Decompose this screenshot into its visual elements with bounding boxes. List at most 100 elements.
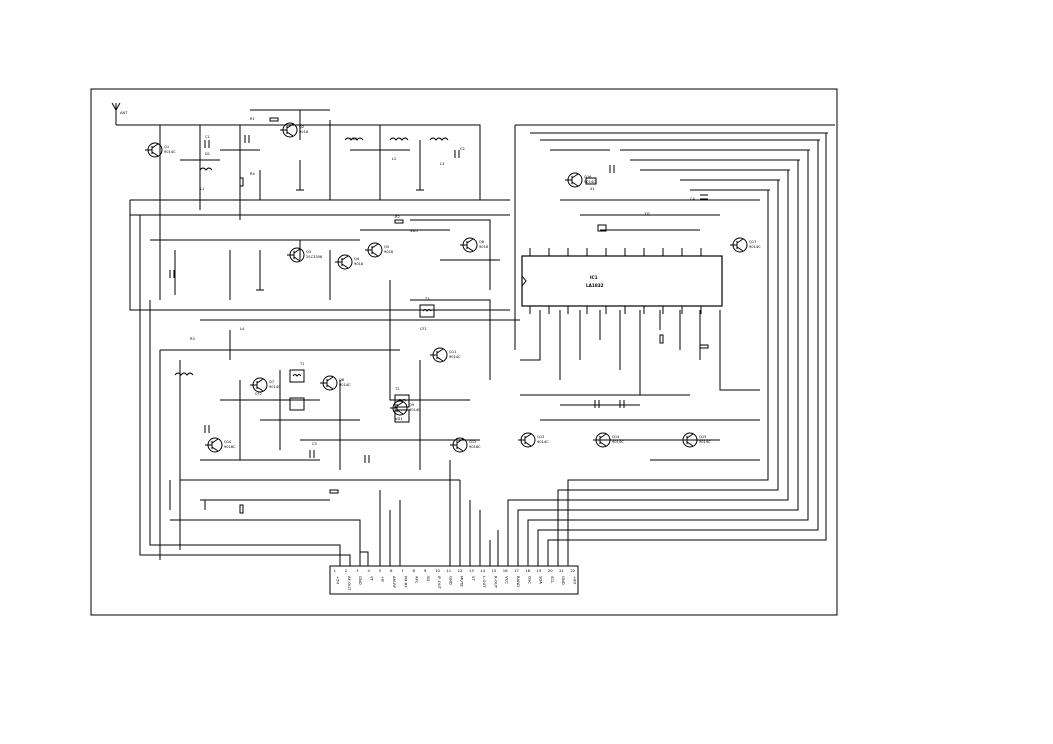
antenna-symbol: ANT — [111, 102, 128, 125]
connector-bus — [139, 133, 827, 566]
transistor-type: 9014C — [164, 150, 176, 154]
transistor-ref: Q4 — [354, 257, 360, 261]
transistor-ref: Q12 — [469, 440, 476, 444]
transistor-type: 9018 — [384, 250, 394, 254]
transistor-ref: Q10 — [224, 440, 232, 444]
transistor-type: 9018C — [469, 445, 481, 449]
connector-pin-number: 14 — [480, 568, 485, 573]
connector-pin-name: +8V — [572, 576, 577, 585]
transistor-ref: Q6 — [479, 240, 485, 244]
connector-pin: 4VT — [367, 568, 374, 582]
connector-pin: 22 +8V — [570, 568, 577, 585]
connector-pin: 2AF-OUT — [345, 568, 352, 591]
transistor-ref: Q8 — [339, 378, 345, 382]
transistor-type: 9014C — [339, 383, 351, 387]
connector-pin-name: IF-OUT — [437, 576, 442, 590]
component-labels: L1L2L3L4T1T2T3D1D2VD1VD2X1CF1CF2R1R2R3R4… — [190, 117, 696, 446]
component-label: X1 — [590, 187, 595, 191]
component-label: VD2 — [350, 137, 358, 141]
component-label: L2 — [392, 157, 396, 161]
connector-pin-name: R-OUT — [493, 576, 498, 589]
drawing-border — [90, 88, 838, 616]
connector-pin: 15R-OUT — [491, 568, 498, 589]
transistor-ref: Q17 — [749, 240, 756, 244]
component-label: T1 — [299, 362, 304, 366]
connector-pin: 14L-OUT — [480, 568, 487, 588]
connector-pin-name: +B — [381, 576, 386, 582]
transistor-type: 9014C — [584, 180, 596, 184]
connector-pin-name: ST — [471, 576, 476, 581]
connector-pin-name: L-OUT — [482, 576, 487, 588]
connector-pin-number: 7 — [401, 568, 404, 573]
connector-pin-number: 6 — [390, 568, 393, 573]
transistor-ref: Q14 — [612, 435, 620, 439]
fm-front-end — [116, 109, 510, 311]
connector-pin-name: BAND — [516, 576, 521, 587]
connector-pin-name: AM-RF — [392, 576, 397, 588]
transistor-type: 9018 — [299, 130, 309, 134]
transistor-ref: Q1 — [164, 145, 169, 149]
transistor-ref: Q7 — [269, 380, 274, 384]
connector-pin-number: 3 — [356, 568, 359, 573]
transistor-ref: Q3 — [306, 250, 311, 254]
transistor-type: 9014C — [612, 440, 624, 444]
connector-pin-number: 16 — [503, 568, 508, 573]
connector-pin-number: 4 — [367, 568, 370, 573]
transistor-type: 9018 — [354, 262, 364, 266]
connector-pin: 1 +5V — [334, 568, 341, 585]
transistor-ref: Q11 — [449, 350, 456, 354]
transistor-ref: Q2 — [299, 125, 304, 129]
component-label: D1 — [205, 152, 210, 156]
component-label: C1 — [205, 135, 210, 139]
connector-pin-number: 5 — [379, 568, 382, 573]
connector-pin-name: SCL — [550, 576, 555, 584]
connector-pin-number: 11 — [446, 568, 451, 573]
connector-pin-number: 22 — [570, 568, 575, 573]
connector-pin-number: 19 — [537, 568, 542, 573]
connector-pin-number: 18 — [525, 568, 530, 573]
connector-pin-name: +5V — [336, 576, 341, 585]
connector-pin-name: FM-RF — [403, 576, 408, 588]
connector-pin: 9SD — [424, 568, 431, 581]
component-label: L1 — [200, 187, 204, 191]
connector-pin-number: 10 — [435, 568, 440, 573]
component-label: L3 — [440, 162, 444, 166]
ic1-pins — [529, 248, 702, 314]
transistor-ref: Q16 — [584, 175, 592, 179]
ic1-part: LA1832 — [586, 283, 604, 288]
connector-pin: 5 +B — [379, 568, 386, 582]
component-label: R3 — [190, 337, 195, 341]
ic1-body: IC1 LA1832 — [521, 248, 723, 314]
connector-pin-number: 2 — [345, 568, 348, 573]
transistor-type: 9014C — [699, 440, 711, 444]
antenna-label: ANT — [120, 111, 128, 115]
transistor-ref: Q9 — [409, 403, 415, 407]
component-label: T3 — [424, 297, 429, 301]
connector-pin-number: 1 — [334, 568, 337, 573]
connector-pin: 6AM-RF — [390, 568, 397, 588]
am-if-block — [159, 280, 520, 560]
connector-pin-name: MUTE — [460, 576, 465, 587]
transistor-type: 9018 — [479, 245, 489, 249]
